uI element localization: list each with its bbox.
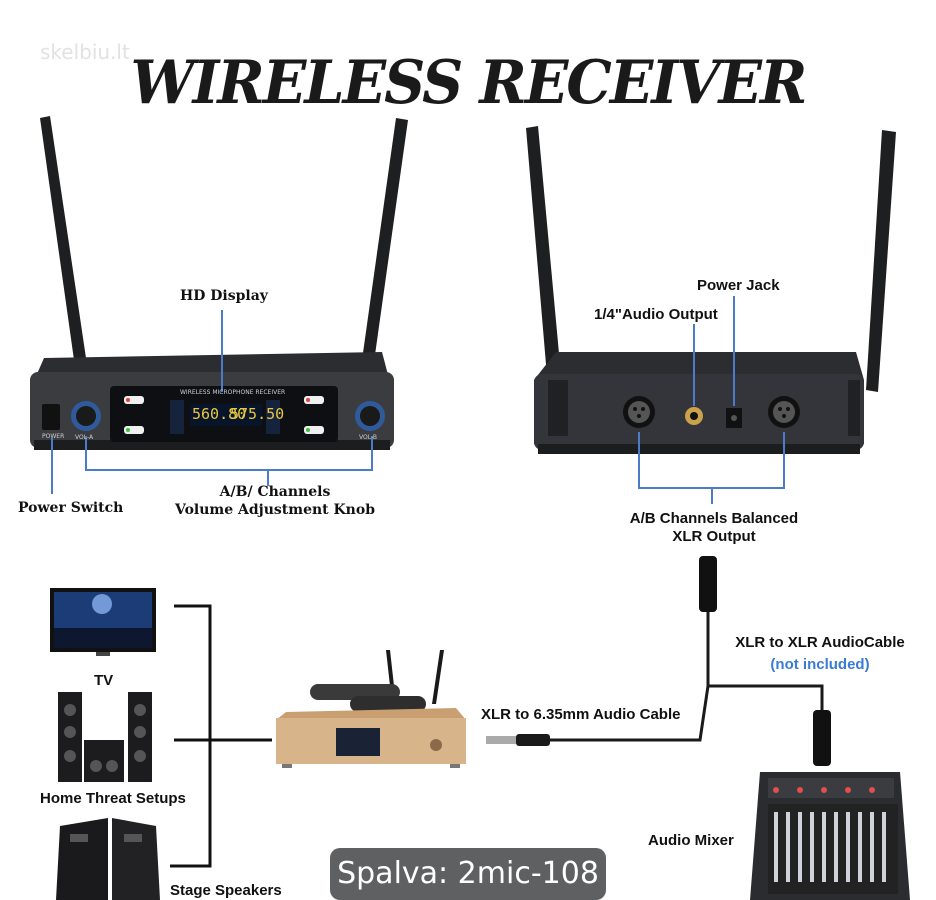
frequency-a: 560.80 [192,405,247,423]
hd-display-label: HD Display [180,288,268,304]
watermark: skelbiu.lt [40,40,130,64]
back-antenna-right [866,130,896,392]
amplifier-image [276,650,466,768]
xlr-plug-top [699,556,717,612]
home-theater-image [58,692,152,782]
vol-b-text: VOL-B [359,434,378,441]
not-included-note: (not included) [770,656,870,673]
vol-a-text: VOL-A [75,434,94,441]
volume-label-line1: A/B/ Channels [219,484,331,500]
front-antenna-left [40,116,86,360]
audio-output-label: 1/4"Audio Output [594,306,718,323]
xlr-output-label-line1: A/B Channels Balanced [629,510,799,527]
xlr-output-label-line2: XLR Output [672,528,756,545]
home-theater-label: Home Threat Setups [40,790,186,807]
audio-mixer-image [750,772,910,900]
jack-635-plug [486,734,550,746]
power-switch [42,404,60,430]
frequency-b: 575.50 [230,405,285,423]
front-callouts [51,310,373,494]
audio-mixer-label: Audio Mixer [648,832,734,849]
output-bracket [170,604,272,868]
power-switch-text: POWER [42,433,65,440]
handheld-mic-antenna-2 [432,650,444,704]
color-variant-tag: Spalva: 2mic-108 [330,848,606,900]
front-receiver [30,116,408,450]
cables [548,610,824,742]
tv-label: TV [94,672,114,689]
tv-image [50,588,156,656]
xlr-to-xlr-label: XLR to XLR AudioCable [735,634,905,651]
back-receiver [526,126,896,454]
front-antenna-right [362,118,408,362]
volume-label-line2: Volume Adjustment Knob [175,502,375,518]
screen-title: WIRELESS MICROPHONE RECEIVER [180,389,286,396]
stage-speakers-image [56,818,160,900]
power-switch-label: Power Switch [18,500,124,516]
page-title: WIRELESS RECEIVER [130,48,808,118]
stage-speakers-label: Stage Speakers [170,882,282,899]
xlr-plug-mixer [813,710,831,766]
back-callouts [638,296,785,504]
power-jack-label: Power Jack [697,277,780,294]
xlr-to-635-label: XLR to 6.35mm Audio Cable [481,706,681,723]
back-antenna-left [526,126,562,388]
